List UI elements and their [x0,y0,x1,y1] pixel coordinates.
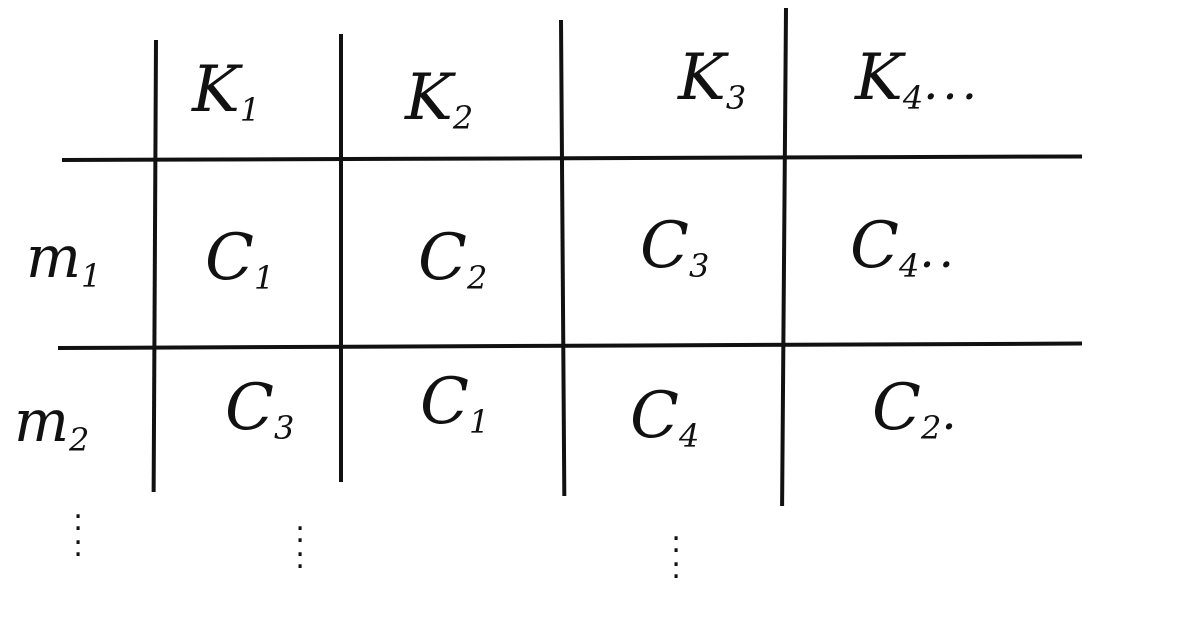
cell-m1-k1: C1 [205,226,274,294]
column-header-k4: K4... [855,46,981,114]
continuation-dots: . [941,385,961,441]
cell-base: C [418,221,467,295]
column-header-sub: 2 [452,99,474,137]
column-continuation-mark-3: :: [670,525,682,586]
cell-sub: 4 [898,247,920,285]
cell-sub: 1 [253,259,275,297]
column-header-k1: K1 [192,58,260,126]
cell-m2-k3: C4 [630,384,699,452]
column-continuation-mark-1: :: [294,515,306,576]
cell-m1-k2: C2 [418,226,487,294]
cell-sub: 1 [468,403,490,441]
cell-sub: 3 [688,247,710,285]
column-header-k2: K2 [405,66,473,134]
cell-base: C [205,221,254,295]
column-header-base: K [678,41,726,115]
column-divider-line-3 [559,19,567,497]
column-header-k3: K3 [678,46,746,114]
column-header-sub: 4 [902,79,924,117]
cell-m1-k3: C3 [640,214,709,282]
row-label-sub: 1 [81,257,102,295]
cell-m2-k2: C1 [420,370,489,438]
cell-sub: 2 [466,259,488,297]
cell-sub: 2 [920,409,942,447]
cell-sub: 4 [678,417,700,455]
column-header-sub: 3 [725,79,747,117]
cell-base: C [640,209,689,283]
column-header-base: K [405,61,453,135]
row-divider-line [57,341,1082,350]
row-label-base: m [14,387,69,455]
cell-base: C [850,209,899,283]
cell-base: C [420,365,469,439]
cell-m2-k1: C3 [225,376,294,444]
column-header-sub: 1 [239,91,261,129]
row-label-sub: 2 [69,421,90,459]
cell-base: C [872,371,921,445]
continuation-dots: ... [923,55,981,111]
column-divider-line-1 [151,39,158,493]
cell-sub: 3 [273,409,295,447]
column-divider-line-2 [339,34,343,482]
header-divider-line [61,154,1083,162]
row-label-base: m [26,223,81,291]
column-header-base: K [855,41,903,115]
cell-base: C [225,371,274,445]
row-label-m2: m2 [14,392,89,456]
row-continuation-mark: :: [72,503,84,564]
cell-m2-k4: C2. [872,376,961,444]
cell-m1-k4: C4.. [850,214,958,282]
column-header-base: K [192,53,240,127]
continuation-dots: .. [919,223,958,279]
row-label-m1: m1 [26,228,101,292]
cell-base: C [630,379,679,453]
column-divider-line-4 [780,7,788,507]
